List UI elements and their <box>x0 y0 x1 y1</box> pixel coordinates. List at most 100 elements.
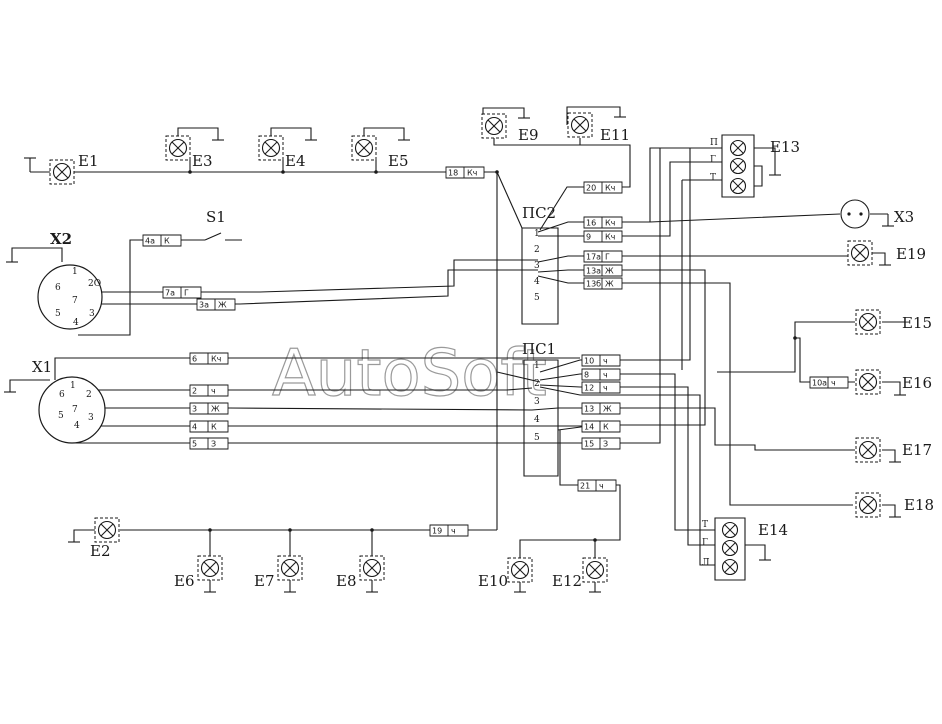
lamp-e8 <box>360 556 384 580</box>
lamp-e17 <box>856 438 880 462</box>
x2-pin: 3 <box>89 309 95 319</box>
label-e16: E16 <box>902 374 932 392</box>
wire-number: 13б <box>586 280 601 289</box>
wire-color: К <box>211 423 217 432</box>
lamp-e10 <box>508 558 532 582</box>
label-e14: E14 <box>758 521 788 539</box>
wire-color: ч <box>451 527 456 536</box>
lamp-e19 <box>848 241 872 265</box>
wire-tag-13b: 13б Ж <box>584 278 622 289</box>
wire-number: 14 <box>584 423 594 432</box>
label-e6: E6 <box>174 572 195 590</box>
ps2-block <box>522 228 558 324</box>
label-e3: E3 <box>192 152 213 170</box>
wire-color: Ж <box>605 280 614 289</box>
e13-pin-g: Г <box>710 155 716 165</box>
e13-lamp-p <box>731 141 746 156</box>
label-e1: E1 <box>78 152 99 170</box>
x2-pin: 6 <box>55 283 61 293</box>
ps1-pin: 1 <box>534 361 540 371</box>
x2-pin: 4 <box>73 318 79 328</box>
e13-lamp-t <box>731 179 746 194</box>
x1-pin: 2 <box>86 390 92 400</box>
wire-color: ч <box>599 482 604 491</box>
ps1-pin: 2 <box>534 379 540 389</box>
label-s1: S1 <box>206 208 226 226</box>
wire-color: ч <box>603 371 608 380</box>
e13-pin-p: П <box>710 138 718 148</box>
label-e10: E10 <box>478 572 508 590</box>
lamp-e7 <box>278 556 302 580</box>
label-e2: E2 <box>90 542 111 560</box>
lamp-e6 <box>198 556 222 580</box>
ps2-pin: 3 <box>534 261 540 271</box>
label-e17: E17 <box>902 441 932 459</box>
lamp-e1 <box>50 160 74 184</box>
ps2-pin: 1 <box>534 229 540 239</box>
label-e12: E12 <box>552 572 582 590</box>
wire-number: 6 <box>192 355 197 364</box>
watermark: AutoSoft <box>272 337 547 411</box>
lamp-e16 <box>856 370 880 394</box>
wire-color: ч <box>211 387 216 396</box>
wire-color: Кч <box>211 355 221 364</box>
wire-tag-4a: 4а К <box>143 235 181 246</box>
e14-lamp-l <box>723 560 738 575</box>
label-e15: E15 <box>902 314 932 332</box>
x2-pin: 1 <box>72 267 78 277</box>
x2-pin: 5 <box>55 309 61 319</box>
label-x3: X3 <box>894 208 914 226</box>
wire-color: Г <box>184 289 189 298</box>
wire-number: 13 <box>584 405 594 414</box>
wire-number: 4а <box>145 237 155 246</box>
wire-color: Кч <box>605 219 615 228</box>
x1-pin: 6 <box>59 390 65 400</box>
x1-pin: 1 <box>70 381 76 391</box>
label-ps1: ПС1 <box>522 340 556 358</box>
label-e19: E19 <box>896 245 926 263</box>
ps2-pin: 2 <box>534 245 540 255</box>
wire-number: 15 <box>584 440 594 449</box>
label-e18: E18 <box>904 496 934 514</box>
e14-pin-g: Г <box>702 538 708 548</box>
label-e11: E11 <box>600 126 630 144</box>
wire-number: 12 <box>584 384 594 393</box>
wire-tag-6: 6 Кч <box>190 353 228 364</box>
wire-number: 3а <box>199 301 209 310</box>
ps1-pin: 5 <box>534 433 540 443</box>
wire-number: 18 <box>448 169 458 178</box>
wire-color: К <box>603 423 609 432</box>
wire-number: 21 <box>580 482 590 491</box>
x3-socket <box>841 200 869 228</box>
wire-number: 2 <box>192 387 197 396</box>
wire-color: ч <box>603 357 608 366</box>
wire-number: 9 <box>586 233 591 242</box>
wire-tag-7a: 7а Г <box>163 287 201 298</box>
lamp-e18 <box>856 493 880 517</box>
wire-number: 7а <box>165 289 175 298</box>
e14-lamp-t <box>723 523 738 538</box>
x2-connector <box>38 265 102 329</box>
x1-pin: 3 <box>88 413 94 423</box>
wire-tag-14: 14 К <box>582 421 620 432</box>
wire-color: Ж <box>218 301 227 310</box>
wire-color: Кч <box>467 169 477 178</box>
wire-color: К <box>164 237 170 246</box>
lamp-e4 <box>259 136 283 160</box>
wire-number: 17а <box>586 253 601 262</box>
lamp-e5 <box>352 136 376 160</box>
wire-number: 10а <box>812 379 827 388</box>
x2-pin: 2О <box>88 279 101 289</box>
e13-pin-t: Т <box>710 173 716 183</box>
label-e13: E13 <box>770 138 800 156</box>
